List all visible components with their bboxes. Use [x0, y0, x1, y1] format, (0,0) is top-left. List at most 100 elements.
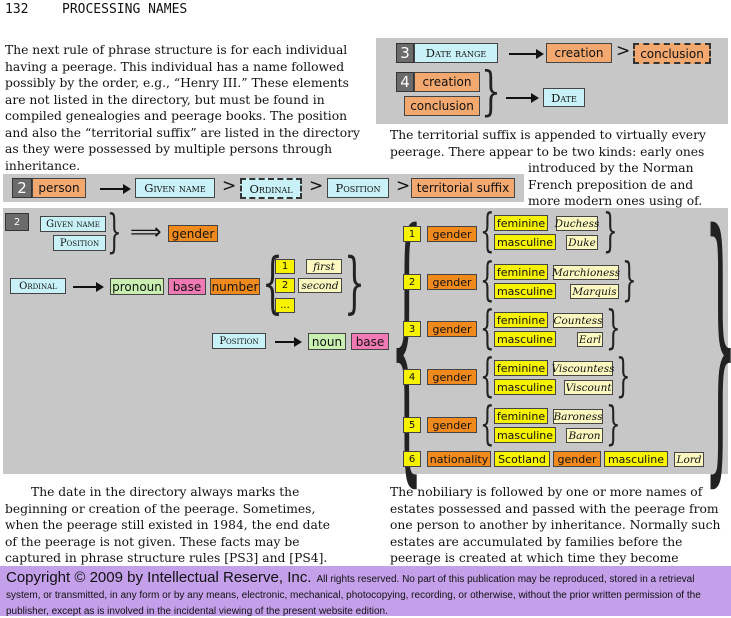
- title-6-gender: gender: [553, 451, 601, 467]
- title-5-num: 5: [403, 417, 421, 433]
- title-5-masculine: masculine: [494, 427, 556, 443]
- diagram-given-name: Given name: [40, 216, 106, 232]
- title-2-feminine-word: Marchioness: [551, 265, 621, 280]
- title-3-num: 3: [403, 321, 421, 337]
- implies-arrow: ⟹: [130, 220, 162, 245]
- title-1-feminine-word: Duchess: [554, 216, 600, 231]
- title-1-num: 1: [403, 226, 421, 242]
- title-6-nationality: nationality: [427, 451, 491, 467]
- diagram-ordinal: Ordinal: [10, 278, 66, 294]
- rule-2-seq-1: >: [222, 176, 237, 196]
- rights-notice: All rights reserved. No part of this pub…: [6, 574, 701, 617]
- rule-4-date: Date: [543, 88, 585, 107]
- rule-2-person: person: [32, 178, 86, 198]
- title-2-masculine-word: Marquis: [570, 284, 619, 299]
- title-4-feminine-word: Viscountess: [551, 361, 615, 376]
- title-2-num: 2: [403, 274, 421, 290]
- given-position-brace: }: [107, 204, 122, 258]
- title-4-close-brace: }: [616, 348, 631, 402]
- title-2-feminine: feminine: [494, 264, 548, 280]
- title-3-close-brace: }: [606, 300, 621, 354]
- titles-open-brace: {: [390, 174, 424, 511]
- rule-3-conclusion-optional: conclusion: [633, 43, 711, 64]
- ordinal-number: number: [210, 278, 260, 295]
- title-5-feminine: feminine: [494, 408, 548, 424]
- rule-3-number: 3: [396, 43, 414, 63]
- title-4-gender: gender: [427, 369, 477, 385]
- diagram-gender: gender: [168, 225, 218, 242]
- rule-3-sequence-mark: >: [616, 41, 631, 61]
- title-3-open-brace: {: [480, 300, 495, 354]
- title-1-feminine: feminine: [494, 215, 548, 231]
- ordinal-base: base: [168, 278, 206, 295]
- title-2-open-brace: {: [480, 252, 495, 306]
- ordinal-row-1-word: first: [306, 259, 342, 274]
- rule-2-position: Position: [327, 178, 389, 198]
- date-paragraph: The date in the directory always marks t…: [5, 485, 331, 565]
- suffix-paragraph-2: introduced by the Norman French preposit…: [528, 161, 703, 225]
- rule-2-ordinal-optional: Ordinal: [240, 178, 302, 199]
- title-1-masculine-word: Duke: [566, 235, 598, 250]
- rule-3-creation: creation: [546, 43, 612, 63]
- ordinal-arrow: [73, 282, 104, 292]
- title-1-gender: gender: [427, 226, 477, 242]
- title-1-masculine: masculine: [494, 234, 556, 250]
- rule-2-territorial-suffix: territorial suffix: [411, 178, 515, 198]
- rule-4-number: 4: [396, 72, 414, 92]
- title-4-feminine: feminine: [494, 360, 548, 376]
- diagram-number: 2: [5, 213, 29, 231]
- title-5-feminine-word: Baroness: [553, 409, 603, 424]
- rule-4-conclusion: conclusion: [404, 96, 480, 116]
- suffix-paragraph-1: The territorial suffix is appended to vi…: [390, 128, 706, 159]
- rule-2-number: 2: [12, 178, 32, 198]
- rule-2-arrow: [100, 184, 131, 194]
- rule-4-creation: creation: [414, 72, 480, 92]
- ordinal-row-2-word: second: [298, 278, 342, 293]
- title-2-close-brace: }: [622, 252, 637, 306]
- title-5-masculine-word: Baron: [566, 428, 603, 443]
- title-4-masculine: masculine: [494, 379, 556, 395]
- title-6-masculine: masculine: [604, 451, 668, 467]
- position-base: base: [351, 333, 389, 350]
- title-6-num: 6: [403, 451, 421, 467]
- title-3-feminine-word: Countess: [553, 313, 603, 328]
- titles-close-brace: }: [704, 198, 731, 488]
- ordinal-row-3-num: ...: [275, 298, 295, 313]
- copyright-notice: Copyright © 2009 by Intellectual Reserve…: [6, 569, 312, 586]
- title-4-open-brace: {: [480, 348, 495, 402]
- rule-2-seq-2: >: [309, 176, 324, 196]
- title-3-masculine-word: Earl: [577, 332, 603, 347]
- rule-3-date-range: Date range: [414, 43, 498, 63]
- ordinal-row-2-num: 2: [275, 278, 295, 293]
- ordinal-row-1-num: 1: [275, 259, 295, 274]
- title-6-scotland: Scotland: [494, 451, 550, 467]
- intro-paragraph: The next rule of phrase structure is for…: [5, 43, 360, 173]
- rule-2-given-name: Given name: [135, 178, 215, 198]
- rule-3-arrow: [509, 49, 544, 59]
- title-4-masculine-word: Viscount: [564, 380, 613, 395]
- copyright-footer: Copyright © 2009 by Intellectual Reserve…: [0, 566, 731, 617]
- diagram-position: Position: [53, 235, 106, 251]
- page-number: 132: [5, 2, 29, 17]
- position-noun: noun: [308, 333, 346, 350]
- title-3-gender: gender: [427, 321, 477, 337]
- title-2-gender: gender: [427, 274, 477, 290]
- title-3-feminine: feminine: [494, 312, 548, 328]
- title-6-lord: Lord: [674, 452, 704, 467]
- title-5-open-brace: {: [480, 396, 495, 450]
- title-5-gender: gender: [427, 417, 477, 433]
- title-3-masculine: masculine: [494, 331, 556, 347]
- ordinal-close-brace: }: [344, 244, 365, 321]
- rule-2-seq-3: >: [396, 176, 411, 196]
- title-5-close-brace: }: [606, 396, 621, 450]
- ordinal-pronoun: pronoun: [110, 278, 164, 295]
- title-1-open-brace: {: [480, 203, 495, 257]
- rule-4-brace: }: [481, 62, 501, 122]
- diagram-position-2: Position: [212, 333, 266, 349]
- position-arrow: [275, 337, 302, 347]
- rule-4-arrow: [506, 93, 539, 103]
- running-title: PROCESSING NAMES: [62, 2, 188, 17]
- title-2-masculine: masculine: [494, 283, 556, 299]
- title-1-close-brace: }: [603, 203, 618, 257]
- title-4-num: 4: [403, 369, 421, 385]
